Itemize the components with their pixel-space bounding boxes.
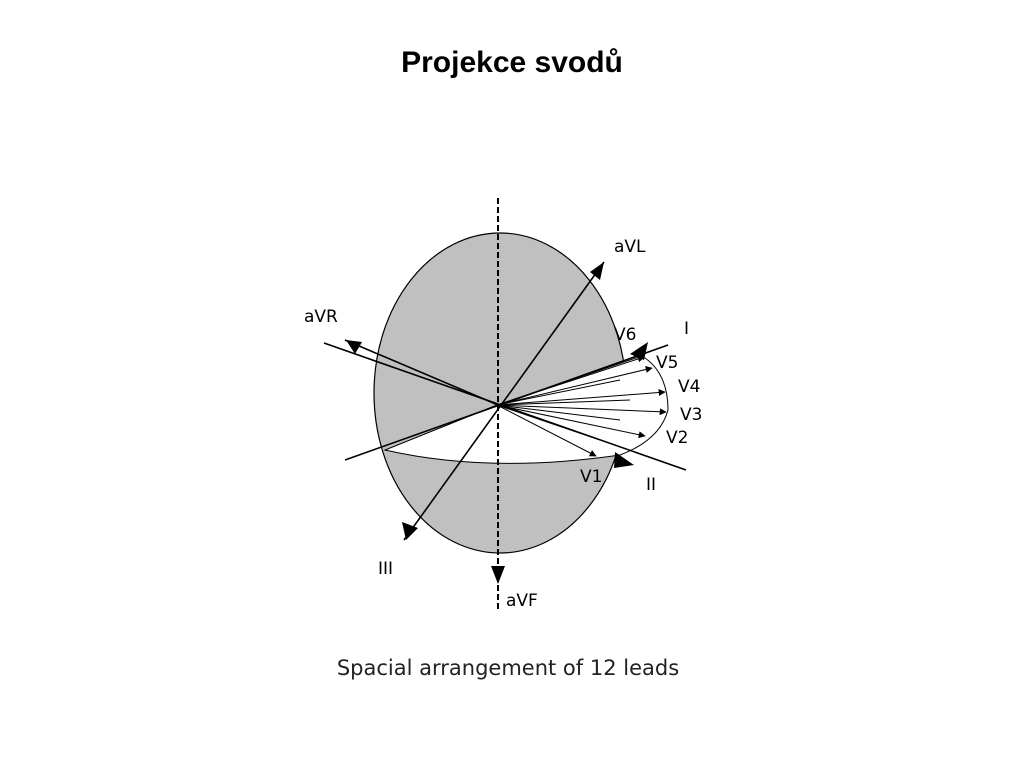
label-v2: V2 bbox=[666, 428, 688, 448]
label-v3: V3 bbox=[680, 405, 702, 425]
v1-vector bbox=[496, 404, 597, 457]
v2-vector bbox=[496, 404, 646, 439]
avl-axis bbox=[403, 261, 605, 541]
lead-ii-arrowhead bbox=[614, 452, 634, 468]
precordial-vectors bbox=[496, 355, 667, 457]
label-v1: V1 bbox=[580, 467, 602, 487]
label-iii: III bbox=[378, 559, 393, 579]
avr-axis bbox=[344, 339, 499, 406]
slide-title: Projekce svodů bbox=[401, 46, 623, 79]
lead-iii-arrowhead bbox=[402, 522, 418, 540]
v4-vector bbox=[496, 388, 666, 406]
v6-vector bbox=[496, 355, 645, 406]
label-avr: aVR bbox=[304, 307, 338, 327]
lead-i-arrowhead bbox=[630, 342, 648, 360]
horizontal-plane bbox=[383, 355, 669, 464]
label-v5: V5 bbox=[656, 353, 678, 373]
v5-vector bbox=[496, 366, 653, 406]
label-avl: aVL bbox=[614, 237, 646, 257]
label-v6: V6 bbox=[614, 325, 636, 345]
avf-arrowhead bbox=[491, 566, 505, 584]
label-avf: aVF bbox=[506, 591, 538, 611]
label-i: I bbox=[684, 319, 689, 339]
avl-arrowhead bbox=[590, 262, 604, 280]
diagram-caption: Spacial arrangement of 12 leads bbox=[337, 656, 679, 680]
v3-vector bbox=[496, 404, 667, 416]
label-ii: II bbox=[646, 475, 656, 495]
avr-arrowhead bbox=[346, 340, 362, 354]
label-v4: V4 bbox=[678, 377, 700, 397]
